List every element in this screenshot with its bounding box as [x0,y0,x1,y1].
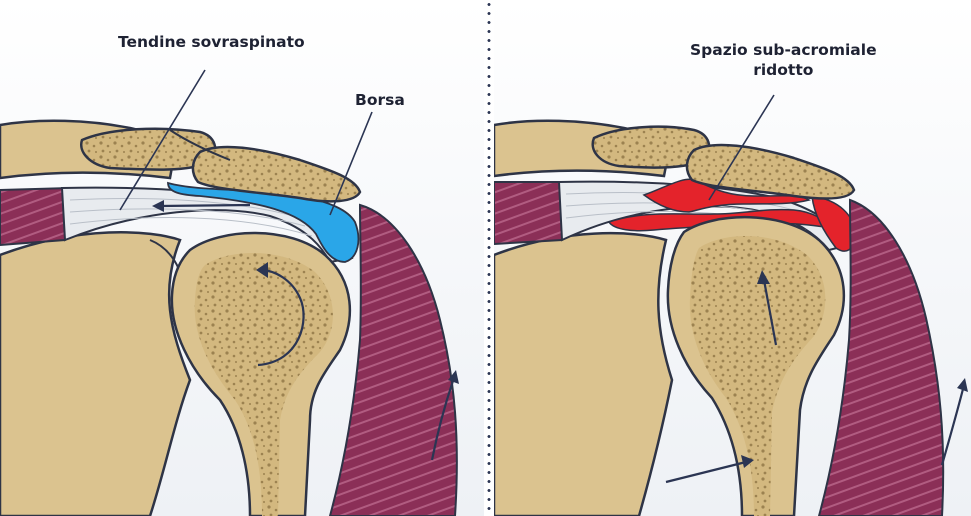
scapula-bone [0,231,192,516]
reduced-space-label: Spazio sub-acromiale ridotto [690,40,877,80]
humerus-upward-arrow-icon [762,279,778,346]
humerus-head-spongy [194,253,333,516]
impingement-shoulder-panel: Spazio sub-acromiale ridotto [494,0,971,516]
panel-divider [487,0,491,516]
bursa-label: Borsa [355,91,405,109]
impingement-shoulder-illustration [494,94,968,516]
rotation-arrow-icon [257,268,305,367]
reduced-space-label-line2: ridotto [753,61,814,79]
bursa-leader-line [329,111,373,216]
normal-shoulder-panel: Tendine sovraspinato Borsa [0,0,484,516]
humerus-head-spongy [689,236,826,516]
tendon-leader-line [119,69,206,211]
deltoid-lift-arrow-icon [940,384,966,466]
tendon-label: Tendine sovraspinato [118,33,305,51]
acromion-tip [685,143,856,200]
reduced-space-label-line1: Spazio sub-acromiale [690,41,877,59]
reduced-space-leader-line [708,94,775,201]
acromion-tip [191,145,362,203]
normal-shoulder-illustration [0,69,459,516]
tendon-pull-arrow-icon [159,203,251,208]
rotation-arrowhead-icon [256,262,268,278]
lateral-pull-arrow-icon [665,460,747,484]
scapula-bone [494,231,674,516]
